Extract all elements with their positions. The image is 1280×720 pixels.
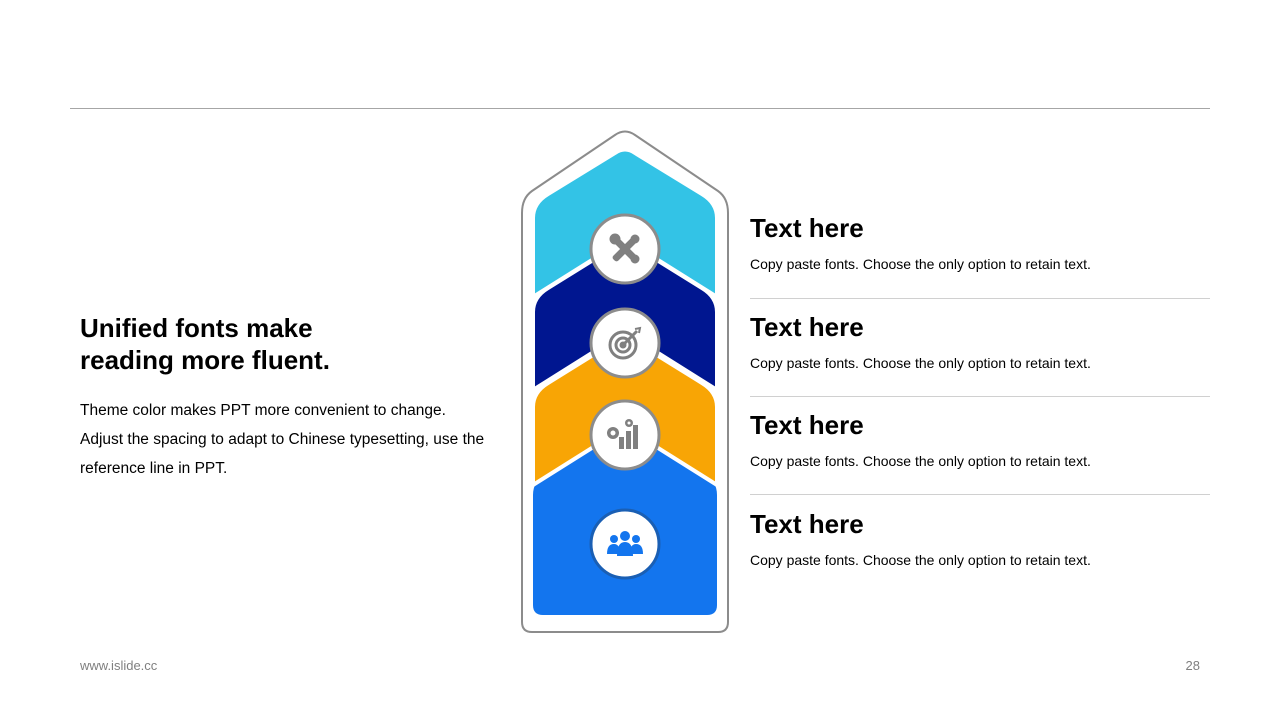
step-title-2: Text here [750, 312, 864, 342]
body-line-2: Adjust the spacing to adapt to Chinese t… [80, 431, 485, 448]
step-divider-1 [750, 298, 1210, 299]
body-line-3: reference line in PPT. [80, 460, 228, 477]
body-line-1: Theme color makes PPT more convenient to… [80, 402, 446, 419]
step-desc-4: Copy paste fonts. Choose the only option… [750, 552, 1091, 568]
team-icon [589, 508, 661, 580]
footer-url: www.islide.cc [80, 658, 158, 673]
heading: Unified fonts make reading more fluent. [80, 312, 480, 376]
step-title-3: Text here [750, 410, 864, 440]
top-rule [70, 108, 1210, 109]
chart-gears-icon [589, 399, 661, 471]
heading-line-2: reading more fluent. [80, 345, 330, 375]
step-divider-3 [750, 494, 1210, 495]
step-desc-1: Copy paste fonts. Choose the only option… [750, 256, 1091, 272]
step-desc-3: Copy paste fonts. Choose the only option… [750, 453, 1091, 469]
page-number: 28 [1185, 658, 1200, 673]
tools-icon [589, 213, 661, 285]
heading-line-1: Unified fonts make [80, 313, 313, 343]
step-divider-2 [750, 396, 1210, 397]
step-desc-2: Copy paste fonts. Choose the only option… [750, 355, 1091, 371]
stacked-arrow-graphic [521, 130, 729, 633]
step-title-4: Text here [750, 509, 864, 539]
step-title-1: Text here [750, 213, 864, 243]
target-icon [589, 307, 661, 379]
body-text: Theme color makes PPT more convenient to… [80, 396, 520, 483]
